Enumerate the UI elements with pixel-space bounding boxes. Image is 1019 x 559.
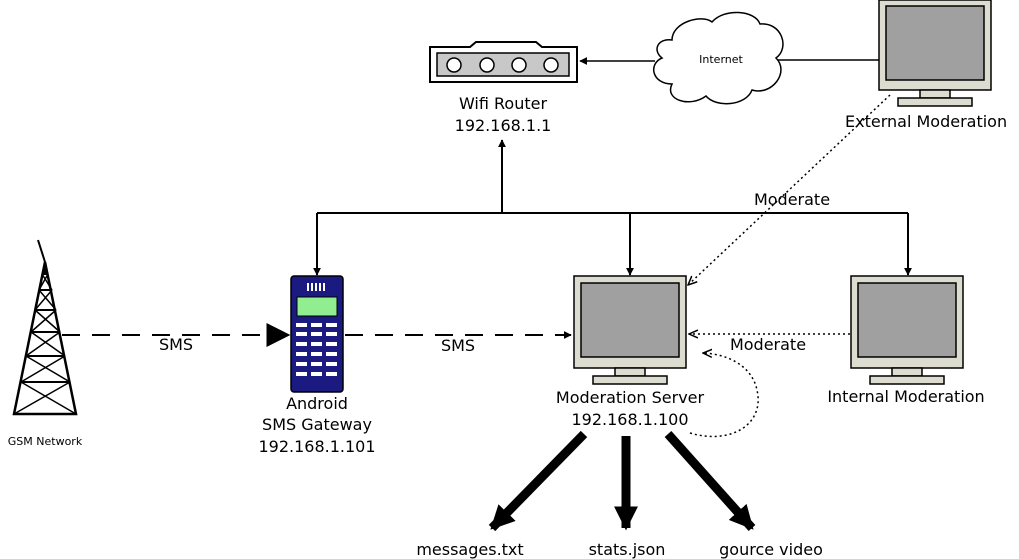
external-monitor-icon — [878, 0, 992, 107]
moderate-label-internal: Moderate — [730, 335, 806, 354]
gateway-ip: 192.168.1.101 — [258, 437, 375, 456]
self-loop-flow — [689, 353, 759, 438]
output-gource: gource video — [719, 540, 823, 559]
moderate-flow-external — [688, 94, 891, 285]
sms-label-2: SMS — [441, 336, 475, 355]
external-moderation-label: External Moderation — [845, 112, 1007, 131]
gateway-label-line1: Android — [286, 394, 348, 413]
output-stats: stats.json — [589, 540, 666, 559]
cloud-icon — [652, 11, 784, 105]
output-messages: messages.txt — [416, 540, 523, 559]
server-monitor-icon — [573, 275, 687, 385]
router-bus — [313, 139, 912, 276]
internet-label: Internet — [699, 53, 743, 66]
server-name: Moderation Server — [556, 388, 705, 407]
wifi-router-icon — [429, 41, 578, 83]
gsm-network-label: GSM Network — [8, 435, 83, 448]
router-name: Wifi Router — [459, 94, 548, 113]
cell-tower-icon — [12, 239, 78, 416]
internal-moderation-label: Internal Moderation — [827, 387, 984, 406]
server-ip: 192.168.1.100 — [571, 410, 688, 429]
moderate-label-external: Moderate — [754, 190, 830, 209]
phone-icon — [290, 275, 344, 393]
internal-monitor-icon — [850, 275, 964, 385]
gateway-label-line2: SMS Gateway — [262, 415, 372, 434]
sms-label-1: SMS — [159, 335, 193, 354]
output-arrow-gource — [664, 431, 756, 531]
router-panel — [436, 52, 570, 77]
output-arrow-messages — [488, 430, 588, 532]
router-ip: 192.168.1.1 — [455, 116, 552, 135]
